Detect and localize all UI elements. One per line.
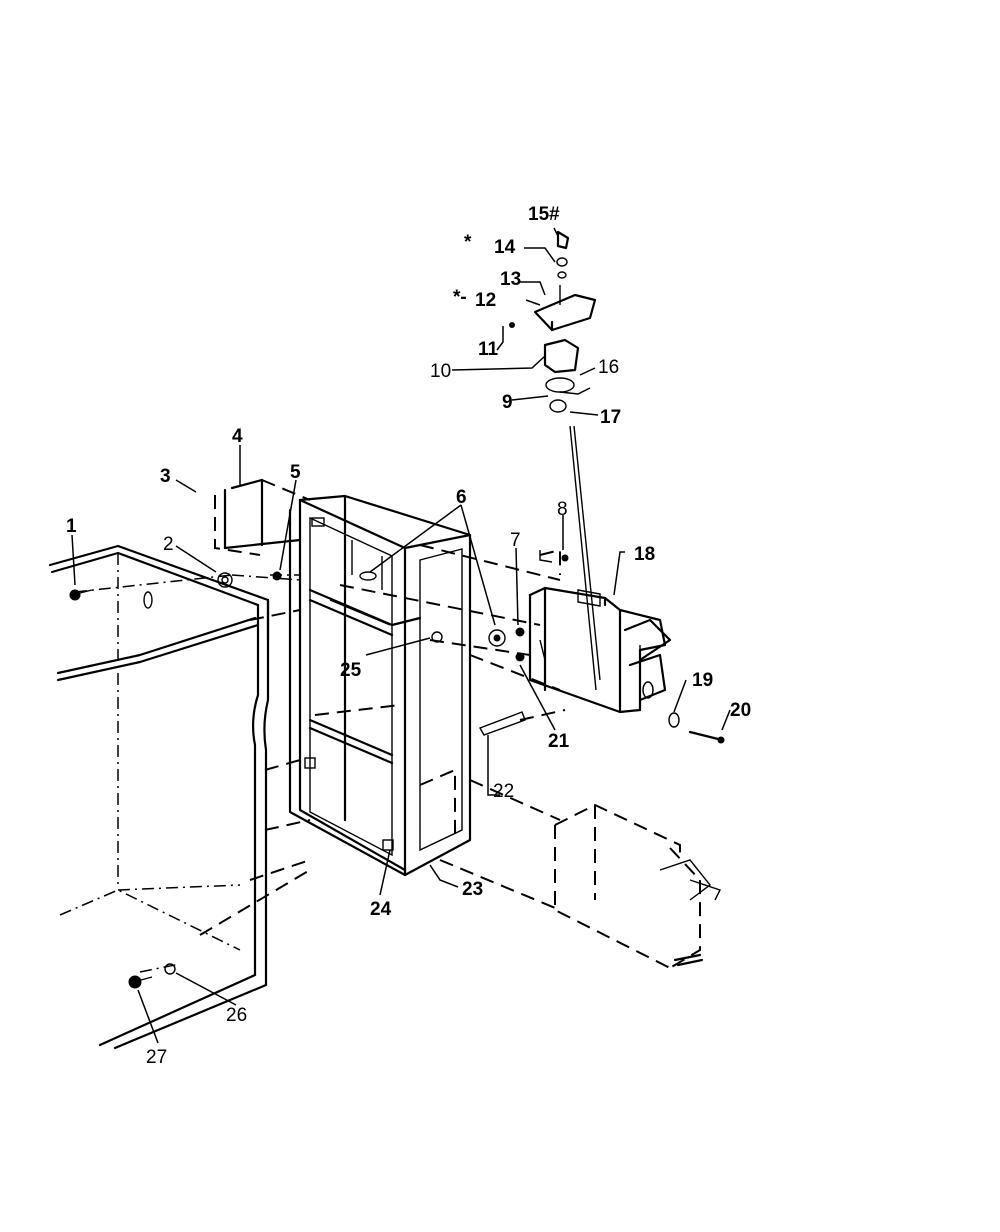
assembly-lines <box>74 544 561 973</box>
callout-6: 6 <box>456 487 467 508</box>
valve-housing <box>519 586 672 721</box>
callout-9: 9 <box>502 392 513 413</box>
callout-16: 16 <box>598 357 619 378</box>
callout-1: 1 <box>66 516 77 537</box>
leader-lines <box>71 227 731 1044</box>
callout-17: 17 <box>600 407 621 428</box>
callout-15: 15 <box>528 204 550 225</box>
screw-1-icon <box>69 589 81 601</box>
callout-18: 18 <box>634 544 655 565</box>
callout-7: 7 <box>510 530 521 551</box>
callout-19: 19 <box>692 670 713 691</box>
callout-13: 13 <box>500 269 521 290</box>
callout-23: 23 <box>462 879 483 900</box>
callout-10: 10 <box>430 361 451 382</box>
solenoid-stack <box>533 230 601 691</box>
callout-14: 14 <box>494 237 516 258</box>
callout-25: 25 <box>340 660 362 681</box>
callout-20: 20 <box>730 700 751 721</box>
fasteners <box>69 322 725 989</box>
callout-14-mark: * <box>464 232 472 253</box>
callout-labels: 1 2 3 4 5 6 7 8 9 10 11 12 13 14 15 # * … <box>66 204 751 1068</box>
callout-3: 3 <box>160 466 171 487</box>
callout-11: 11 <box>478 339 499 360</box>
callout-22: 22 <box>493 781 514 802</box>
callout-12: 12 <box>475 290 496 311</box>
callout-2: 2 <box>163 534 174 555</box>
callout-8: 8 <box>557 499 568 520</box>
callout-26: 26 <box>226 1005 247 1026</box>
callout-4: 4 <box>232 426 243 447</box>
callout-15-mark: # <box>549 204 560 225</box>
callout-12-mark: *- <box>453 287 467 308</box>
mounting-bracket <box>214 478 311 556</box>
center-frame <box>288 494 472 877</box>
callout-21: 21 <box>548 731 570 752</box>
callout-5: 5 <box>290 462 301 483</box>
callout-24: 24 <box>370 899 392 920</box>
cabinet-housing <box>48 544 270 1050</box>
callout-27: 27 <box>146 1047 167 1068</box>
optional-dashed-assembly <box>554 803 721 969</box>
